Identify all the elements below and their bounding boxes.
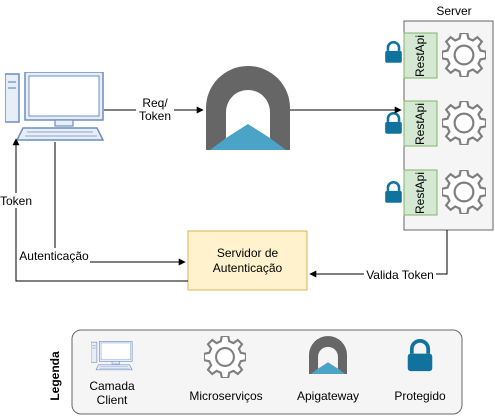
gear-icon [442,170,486,214]
legend-gear-icon [204,336,246,378]
edge-label-valida-token: Valida Token [366,268,434,282]
gear-icon [442,33,486,77]
legend-apigateway: Apigateway [297,389,359,403]
edge-label-token-return: Token [0,194,32,208]
restapi-box [403,169,438,216]
edge-client-auth [54,142,186,266]
legend-box [71,329,463,415]
legend-microservicos: Microserviços [189,389,262,403]
edge-server-auth [309,230,448,278]
edge-auth-client [12,138,188,282]
auth-server-rect [187,230,308,291]
restapi-service-3: RestApi [384,169,486,216]
edge-label-token: Token [139,109,171,123]
legend: Legenda Camada Client Microserviços Apig… [48,329,463,415]
client-computer-icon [5,72,104,141]
restapi-label: RestApi [413,172,427,214]
edge-label-bg [18,248,90,263]
edge-label-req: Req/ [142,96,168,110]
auth-server-box: Servidor de Autenticação [187,230,308,291]
restapi-box [403,100,438,147]
auth-server-label-line1: Servidor de [217,246,279,260]
restapi-box [403,32,438,79]
lock-icon [384,41,403,64]
edge-label-autenticacao: Autenticação [19,249,89,263]
lock-icon [384,112,403,135]
restapi-service-2: RestApi [384,100,486,147]
legend-title: Legenda [48,351,62,401]
gear-icon [442,101,486,145]
auth-server-label-line2: Autenticação [213,261,283,275]
lock-icon [384,181,403,204]
legend-client-line1: Camada [89,379,135,393]
restapi-service-1: RestApi [384,32,486,79]
edge-label-bg [136,95,174,124]
legend-client-line2: Client [97,393,128,407]
server-title: Server [436,4,471,18]
edge-label-bg [364,268,436,283]
restapi-label: RestApi [413,103,427,145]
restapi-label: RestApi [413,35,427,77]
edge-label-bg [0,193,34,208]
api-gateway-icon [206,66,290,150]
legend-protegido: Protegido [394,389,446,403]
